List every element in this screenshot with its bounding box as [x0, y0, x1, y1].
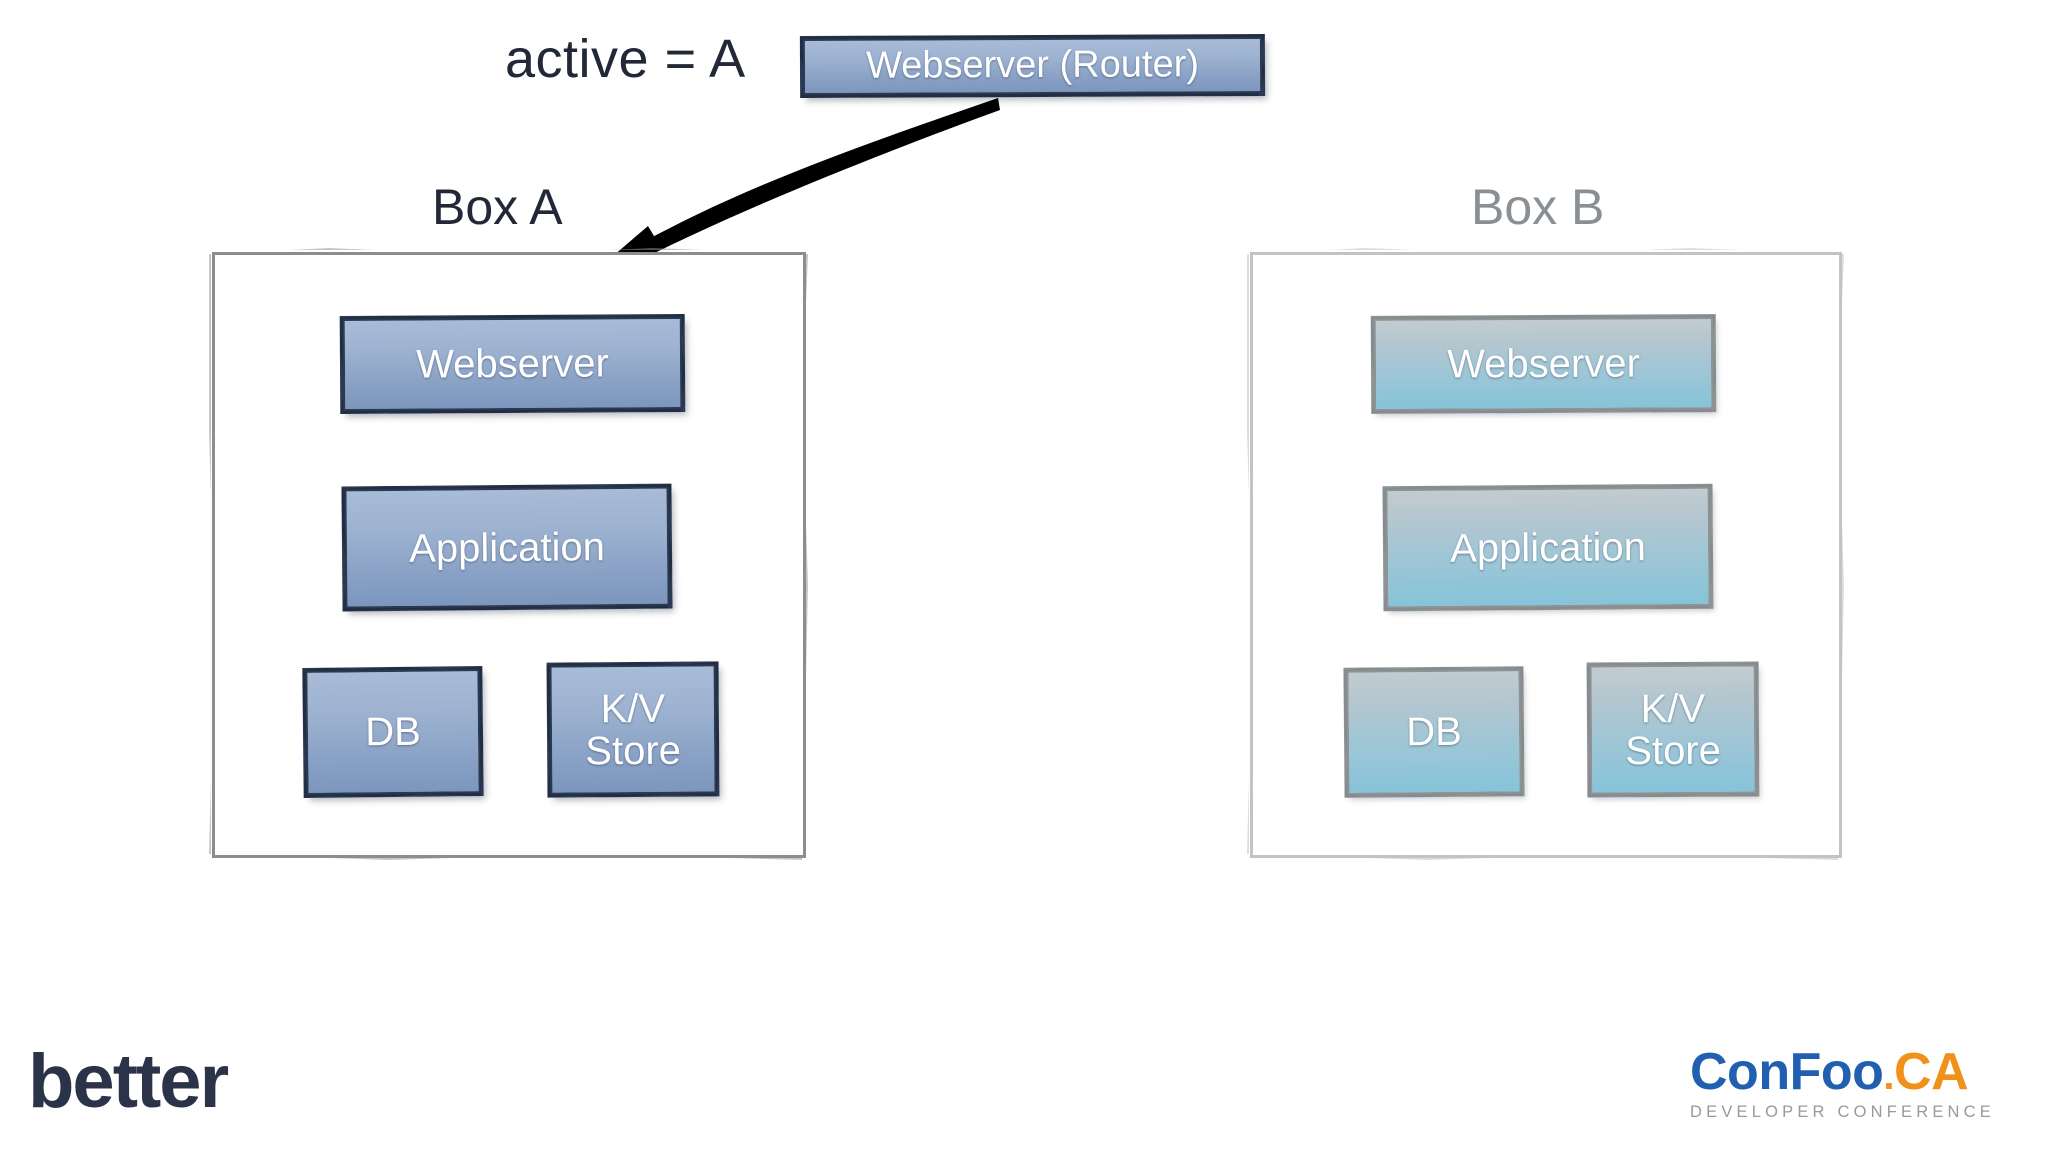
box-a-kv-store-node[interactable]: K/V Store: [546, 661, 720, 798]
box-a-kv-store-label: K/V Store: [585, 686, 682, 773]
box-b-db-label: DB: [1406, 709, 1462, 755]
confoo-word-foo: Foo: [1789, 1043, 1884, 1101]
box-b-application-node[interactable]: Application: [1382, 483, 1714, 612]
box-b-application-label: Application: [1449, 524, 1647, 571]
better-logo: better: [28, 1039, 229, 1124]
box-b-db-node[interactable]: DB: [1343, 666, 1525, 798]
confoo-tagline: DEVELOPER CONFERENCE: [1690, 1103, 1995, 1121]
box-a-db-label: DB: [364, 709, 422, 755]
confoo-dot: .: [1883, 1054, 1895, 1098]
box-b-webserver-label: Webserver: [1447, 341, 1640, 387]
box-b-webserver-node[interactable]: Webserver: [1370, 314, 1717, 414]
confoo-word-con: Con: [1690, 1043, 1790, 1101]
confoo-logo: ConFoo.CA DEVELOPER CONFERENCE: [1690, 1046, 1995, 1121]
frame-outline: [1250, 252, 1842, 858]
box-a-db-node[interactable]: DB: [302, 666, 484, 798]
box-a-webserver-label: Webserver: [416, 341, 609, 387]
box-a-application-label: Application: [408, 524, 606, 571]
active-state-label: active = A: [505, 29, 746, 89]
box-b-kv-store-node[interactable]: K/V Store: [1586, 661, 1760, 798]
box-a-application-node[interactable]: Application: [341, 483, 673, 612]
confoo-wordmark: ConFoo.CA: [1690, 1046, 1995, 1098]
frame-outline: [212, 252, 806, 858]
confoo-word-ca: CA: [1894, 1043, 1969, 1101]
group-title-box-a: Box A: [432, 179, 563, 235]
group-title-box-b: Box B: [1471, 179, 1605, 235]
box-b-kv-store-label: K/V Store: [1625, 686, 1722, 773]
box-a-webserver-node[interactable]: Webserver: [339, 313, 686, 415]
